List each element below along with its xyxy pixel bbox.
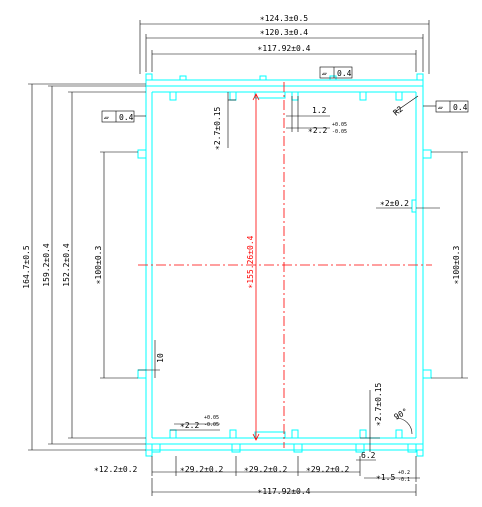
dimension-lines xyxy=(28,20,469,496)
dim-mid-width: ∗120.3±0.4 xyxy=(260,28,308,37)
bottom-pitch-3: ∗29.2±0.2 xyxy=(244,465,288,474)
slot-gap-bottom: ∗2.2 xyxy=(180,421,199,430)
flatness-right-value: 0.4 xyxy=(453,103,468,112)
bottom-thickness-tol-upper: +0.2 xyxy=(398,470,410,476)
dim-inner-width: ∗117.92±0.4 xyxy=(258,44,311,53)
flatness-right-symbol: ▱ xyxy=(438,103,443,112)
flatness-top-value: 0.4 xyxy=(337,69,352,78)
left-tab-dim: 10 xyxy=(156,353,165,363)
slot-depth-top: ∗2.7±0.15 xyxy=(213,106,222,150)
slot-gap-top-tol-lower: -0.05 xyxy=(332,129,347,135)
left-height-mid: 159.2±0.4 xyxy=(42,243,51,287)
bottom-pitch-2: ∗29.2±0.2 xyxy=(180,465,224,474)
center-lines xyxy=(138,82,432,448)
flatness-left-value: 0.4 xyxy=(119,113,134,122)
slot-depth-bottom: ∗2.7±0.15 xyxy=(374,382,383,426)
bottom-thickness-tol-lower: -0.1 xyxy=(398,477,410,483)
center-height: ∗155.26±0.4 xyxy=(246,235,255,288)
slot-width-small: 1.2 xyxy=(312,106,327,115)
right-rib-dim: ∗2±0.2 xyxy=(380,199,409,208)
bottom-pitch-4: ∗29.2±0.2 xyxy=(306,465,350,474)
slot-gap-top: ∗2.2 xyxy=(308,126,327,135)
slot-gap-bottom-tol-lower: -0.05 xyxy=(204,422,219,428)
foot-width: 6.2 xyxy=(361,451,376,460)
slot-gap-top-tol-upper: +0.05 xyxy=(332,122,347,128)
slot-gap-bottom-tol-upper: +0.05 xyxy=(204,415,219,421)
bottom-inner-width: ∗117.92±0.4 xyxy=(258,487,311,496)
flatness-left-symbol: ▱ xyxy=(104,113,109,122)
right-pitch: ∗100±0.3 xyxy=(452,246,461,285)
bottom-thickness: ∗1.5 xyxy=(376,473,395,482)
left-height-inner: 152.2±0.4 xyxy=(62,243,71,287)
dim-overall-width: ∗124.3±0.5 xyxy=(260,14,308,23)
angle-label: 90° xyxy=(393,407,410,422)
left-pitch: ∗100±0.3 xyxy=(94,246,103,285)
flatness-top-symbol: ▱ xyxy=(322,69,327,78)
left-height-overall: 164.7±0.5 xyxy=(22,245,31,289)
bottom-pitch-1: ∗12.2±0.2 xyxy=(94,465,138,474)
